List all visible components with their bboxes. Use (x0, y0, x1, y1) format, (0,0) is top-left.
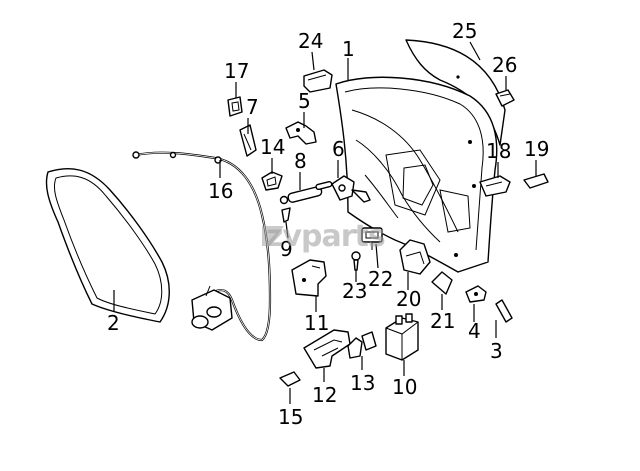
latch-6 (331, 175, 371, 203)
actuator-20 (399, 239, 431, 275)
callout-2: 2 (107, 311, 120, 335)
callout-15: 15 (278, 405, 303, 429)
callout-8: 8 (294, 149, 307, 173)
switch-14 (261, 171, 283, 191)
callout-12: 12 (312, 383, 337, 407)
callout-23: 23 (342, 279, 367, 303)
pin-9 (281, 207, 291, 223)
callout-3: 3 (490, 339, 503, 363)
callout-26: 26 (492, 53, 517, 77)
callout-4: 4 (468, 319, 481, 343)
callout-9: 9 (280, 237, 293, 261)
bracket-7 (239, 124, 257, 157)
lock-cylinder-22 (361, 227, 383, 250)
clips-13 (347, 331, 377, 359)
callout-16: 16 (208, 179, 233, 203)
callout-20: 20 (396, 287, 421, 311)
callout-11: 11 (304, 311, 329, 335)
callout-6: 6 (332, 137, 345, 161)
stop-3 (495, 299, 513, 323)
trunk-lid (335, 76, 498, 273)
clip-15 (279, 371, 301, 387)
callout-1: 1 (342, 37, 355, 61)
license-lamp-18 (479, 175, 511, 197)
hinge-cover-24 (303, 69, 333, 93)
pump-motor (191, 285, 233, 331)
gas-strut-8 (279, 180, 333, 205)
clip-26 (495, 89, 515, 107)
callout-25: 25 (452, 19, 477, 43)
clip-17 (227, 96, 243, 117)
callout-5: 5 (298, 89, 311, 113)
leader-lines (113, 41, 537, 404)
callout-13: 13 (350, 371, 375, 395)
screw-23 (351, 251, 361, 271)
callout-24: 24 (298, 29, 323, 53)
lock-cover-11 (291, 259, 327, 297)
callout-17: 17 (224, 59, 249, 83)
callout-10: 10 (392, 375, 417, 399)
callout-19: 19 (524, 137, 549, 161)
clip-21 (431, 271, 453, 295)
callout-7: 7 (246, 95, 259, 119)
hinge-bracket-5 (285, 121, 317, 145)
callouts: 1 2 3 4 5 6 7 8 9 10 11 12 13 14 15 16 1… (107, 19, 549, 429)
control-module-10 (385, 313, 419, 361)
callout-14: 14 (260, 135, 285, 159)
bumper-4 (465, 285, 487, 303)
callout-21: 21 (430, 309, 455, 333)
watermark-logo-icon (262, 226, 284, 246)
callout-18: 18 (486, 139, 511, 163)
weatherstrip-seal (45, 167, 170, 323)
callout-22: 22 (368, 267, 393, 291)
watermark-text: zvparts (266, 219, 385, 254)
watermark: zvparts (262, 219, 386, 254)
lamp-lens-19 (523, 173, 549, 189)
washer-hose (132, 151, 272, 342)
bracket-12 (303, 329, 351, 369)
